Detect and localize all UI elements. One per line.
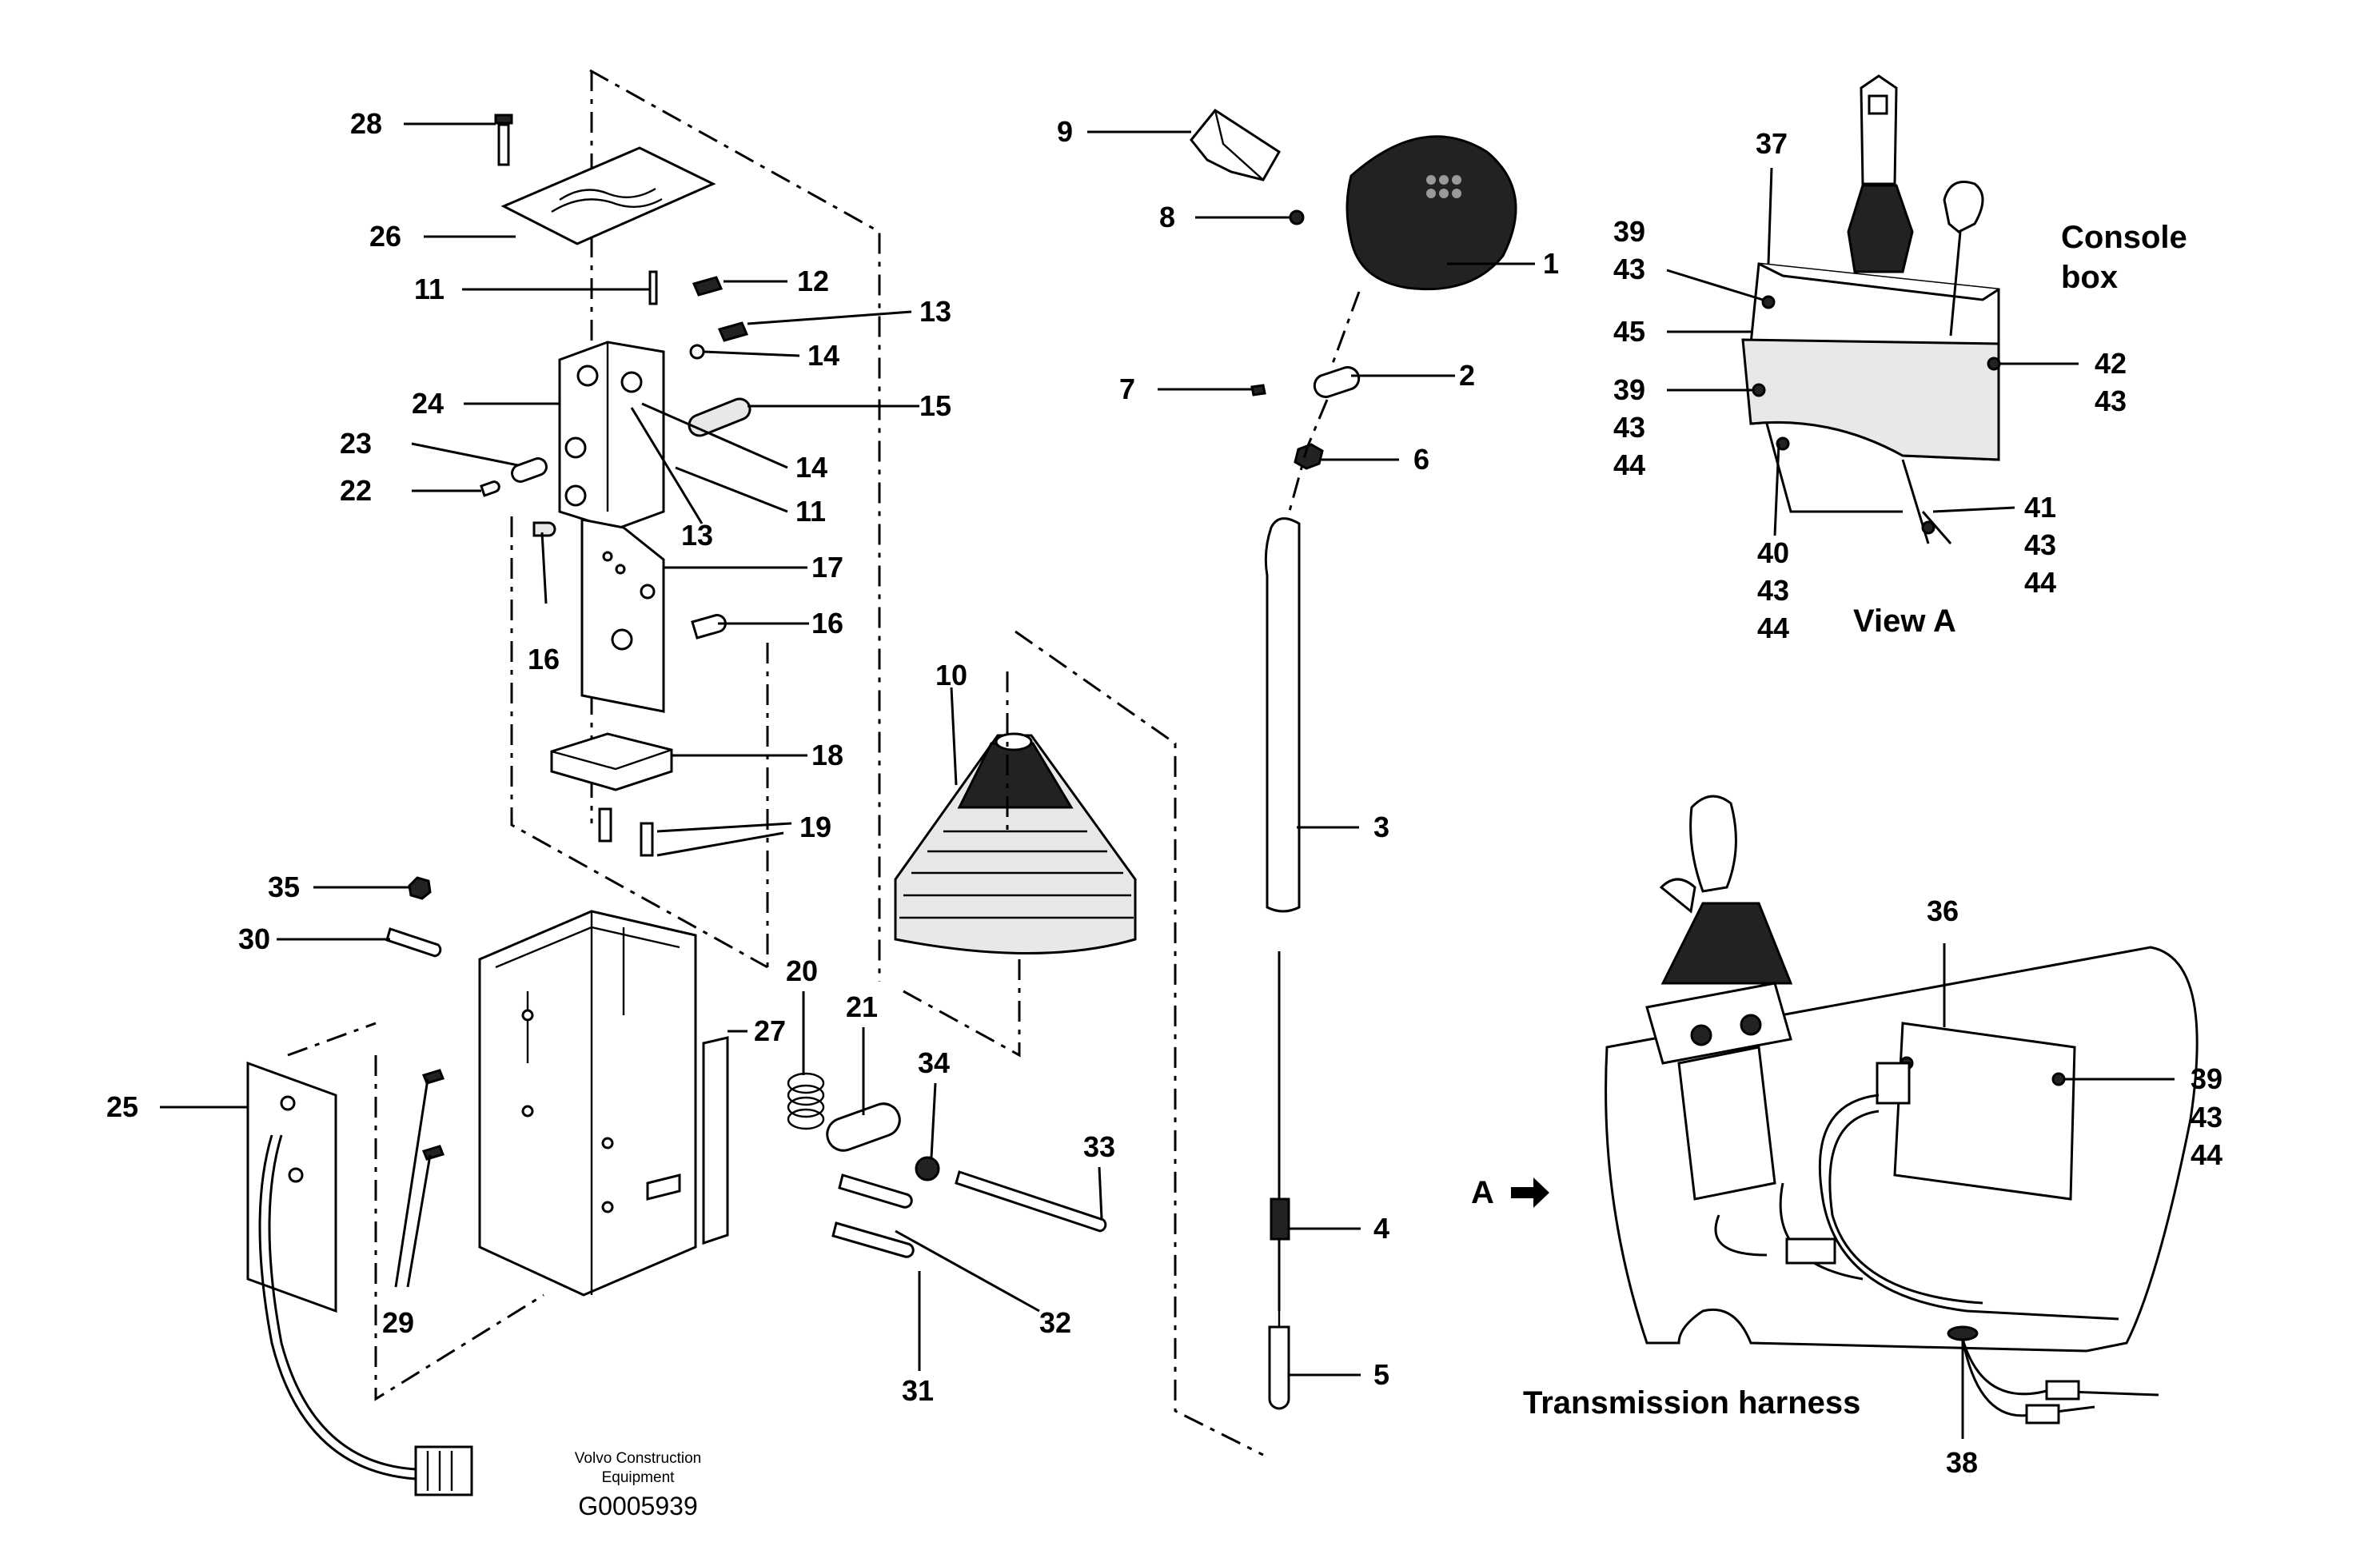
label-16: 16 [811,607,843,640]
label-39: 39 [1613,215,1645,248]
transmission-harness-view [1605,795,2199,1425]
label-11: 11 [795,495,826,528]
footer: Volvo Construction Equipment G0005939 [575,1450,701,1520]
label-44: 44 [2191,1138,2223,1171]
label-43: 43 [1757,574,1789,607]
label-14: 14 [795,451,827,484]
label-23: 23 [340,427,372,460]
console-box-caption-line1: Console [2061,220,2187,255]
label-26: 26 [369,220,401,253]
label-8: 8 [1159,201,1175,233]
label-4: 4 [1373,1212,1389,1245]
label-15: 15 [919,389,951,422]
label-3: 3 [1373,811,1389,843]
label-38: 38 [1946,1446,1978,1479]
label-1: 1 [1543,247,1559,280]
label-13: 13 [681,519,713,552]
label-2: 2 [1459,359,1475,392]
part-number-labels: 28 26 11 12 13 14 24 15 23 14 22 11 13 1… [106,107,2223,1479]
label-42: 42 [2095,347,2127,380]
label-5: 5 [1373,1358,1389,1391]
label-31: 31 [902,1374,934,1407]
label-19: 19 [799,811,831,843]
label-33: 33 [1083,1130,1115,1163]
label-44: 44 [1613,448,1645,481]
view-a-console-box [1741,74,2001,544]
label-12: 12 [797,265,829,297]
label-20: 20 [786,954,818,987]
label-37: 37 [1756,127,1788,160]
label-6: 6 [1413,443,1429,476]
label-7: 7 [1119,373,1135,405]
label-43: 43 [2095,385,2127,417]
label-24: 24 [412,387,444,420]
captions: Console box View A A Transmission harnes… [1471,220,2187,1421]
transmission-harness-caption: Transmission harness [1523,1385,1860,1421]
label-30: 30 [238,922,270,955]
leader-lines [160,122,2175,1439]
label-43: 43 [2191,1101,2223,1134]
label-27: 27 [754,1014,786,1047]
label-43: 43 [1613,411,1645,444]
label-9: 9 [1057,115,1073,148]
gear-lever-assembly [894,109,1517,1456]
label-36: 36 [1927,895,1959,927]
label-22: 22 [340,474,372,507]
label-39: 39 [1613,373,1645,406]
label-21: 21 [846,990,878,1023]
label-39: 39 [2191,1062,2223,1095]
label-45: 45 [1613,315,1645,348]
label-18: 18 [811,739,843,771]
label-11: 11 [414,273,445,305]
label-41: 41 [2024,491,2056,524]
label-10: 10 [935,659,967,691]
label-43: 43 [1613,253,1645,285]
label-28: 28 [350,107,382,140]
console-box-caption-line2: box [2061,260,2118,295]
label-43: 43 [2024,528,2056,561]
right-arrow-icon [1511,1177,1549,1208]
arrow-a-label: A [1471,1175,1494,1210]
label-13: 13 [919,295,951,328]
label-44: 44 [2024,566,2056,599]
view-a-caption: View A [1853,604,1956,639]
label-44: 44 [1757,612,1789,644]
label-14: 14 [807,339,839,372]
label-25: 25 [106,1090,138,1123]
label-29: 29 [382,1306,414,1339]
label-34: 34 [918,1046,950,1079]
label-40: 40 [1757,536,1789,569]
company-name-line2: Equipment [602,1469,676,1486]
label-16: 16 [528,643,560,675]
label-32: 32 [1039,1306,1071,1339]
label-35: 35 [268,871,300,903]
label-17: 17 [811,551,843,584]
drawing-code: G0005939 [578,1492,697,1520]
shifter-housing-assembly [246,69,1107,1496]
company-name-line1: Volvo Construction [575,1450,701,1467]
